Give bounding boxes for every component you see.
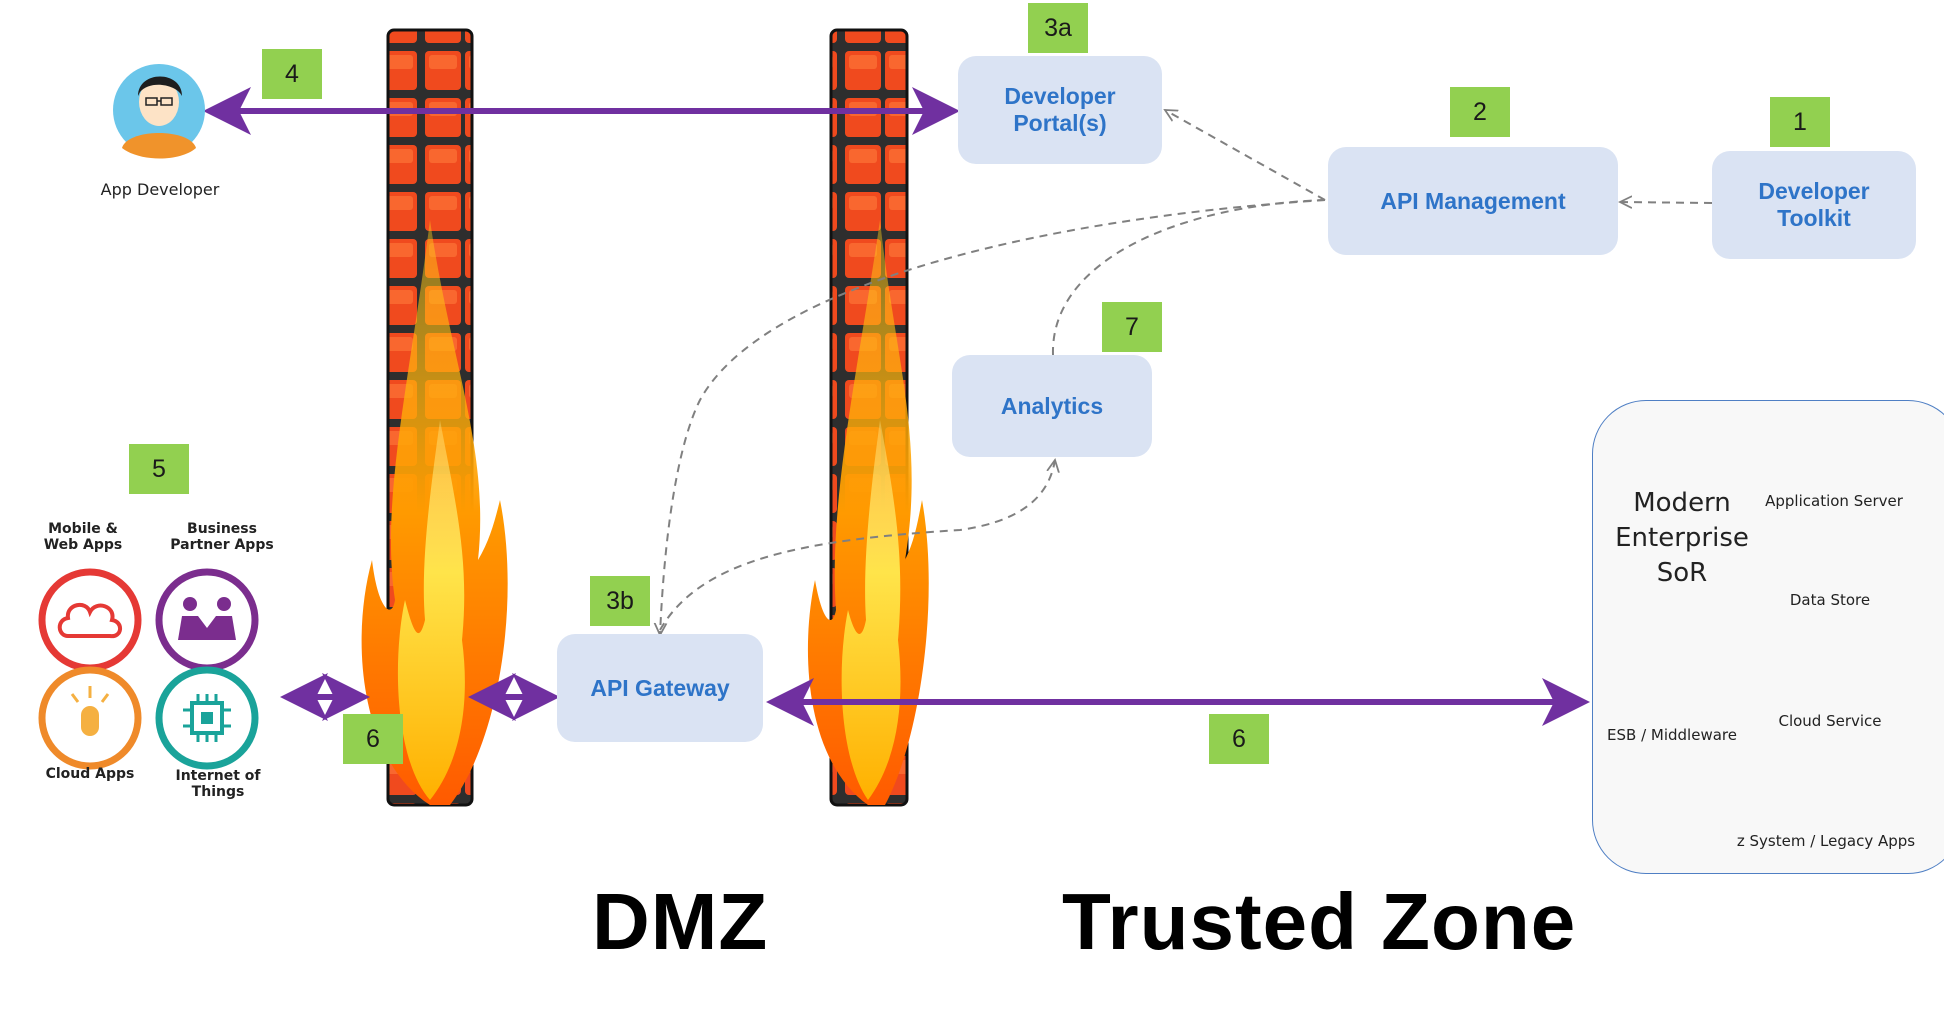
badge-1: 1 bbox=[1770, 97, 1830, 147]
mobile-web-icon bbox=[38, 568, 142, 672]
z-system-label: z System / Legacy Apps bbox=[1736, 832, 1916, 850]
dashed-line-analytics-to-apimgmt bbox=[1051, 199, 1326, 356]
dashed-connectors bbox=[659, 110, 1713, 635]
enterprise-sor-panel bbox=[1592, 400, 1944, 874]
analytics-box: Analytics bbox=[952, 355, 1152, 457]
sor-title: Modern Enterprise SoR bbox=[1612, 486, 1752, 591]
developer-portal-label: Developer Portal(s) bbox=[1004, 83, 1116, 136]
cloud-apps-icon bbox=[38, 666, 142, 770]
sor-title-line3: SoR bbox=[1656, 558, 1708, 588]
api-gateway-label: API Gateway bbox=[590, 674, 730, 701]
left-firewall bbox=[361, 28, 508, 807]
dashed-arrow-gateway-to-analytics bbox=[659, 460, 1055, 631]
mobile-web-label: Mobile & Web Apps bbox=[43, 521, 123, 553]
badge-3a: 3a bbox=[1028, 3, 1088, 53]
app-developer-avatar bbox=[113, 64, 205, 159]
badge-6-left: 6 bbox=[343, 714, 403, 764]
business-partner-icon bbox=[155, 568, 259, 672]
iot-label: Internet of Things bbox=[175, 768, 261, 800]
sor-title-line1: Modern bbox=[1633, 488, 1731, 518]
app-developer-label: App Developer bbox=[100, 180, 220, 199]
badge-5: 5 bbox=[129, 444, 189, 494]
api-management-label: API Management bbox=[1380, 187, 1566, 214]
analytics-label: Analytics bbox=[1000, 392, 1104, 419]
esb-middleware-label: ESB / Middleware bbox=[1607, 726, 1737, 744]
sor-title-line2: Enterprise bbox=[1615, 523, 1749, 553]
badge-6-right: 6 bbox=[1209, 714, 1269, 764]
dashed-arrow-apimgmt-to-portal bbox=[1165, 110, 1326, 201]
developer-toolkit-box: Developer Toolkit bbox=[1712, 151, 1916, 259]
dashed-arrow-toolkit-to-apimgmt bbox=[1620, 202, 1713, 203]
dashed-arrow-apimgmt-to-gateway bbox=[660, 199, 1326, 635]
iot-icon bbox=[155, 666, 259, 770]
cloud-service-label: Cloud Service bbox=[1778, 712, 1882, 730]
trusted-zone-label: Trusted Zone bbox=[1062, 877, 1577, 966]
cloud-apps-label: Cloud Apps bbox=[45, 766, 135, 782]
api-management-box: API Management bbox=[1328, 147, 1618, 255]
api-gateway-box: API Gateway bbox=[557, 634, 763, 742]
dmz-label: DMZ bbox=[592, 877, 769, 966]
badge-7: 7 bbox=[1102, 302, 1162, 352]
badge-3b: 3b bbox=[590, 576, 650, 626]
purple-connectors bbox=[203, 87, 1590, 726]
developer-portal-box: Developer Portal(s) bbox=[958, 56, 1162, 164]
badge-4: 4 bbox=[262, 49, 322, 99]
developer-toolkit-label: Developer Toolkit bbox=[1758, 178, 1870, 231]
badge-2: 2 bbox=[1450, 87, 1510, 137]
application-server-label: Application Server bbox=[1765, 492, 1903, 510]
business-partner-label: Business Partner Apps bbox=[170, 521, 274, 553]
right-firewall bbox=[807, 28, 929, 807]
data-store-label: Data Store bbox=[1789, 591, 1871, 609]
